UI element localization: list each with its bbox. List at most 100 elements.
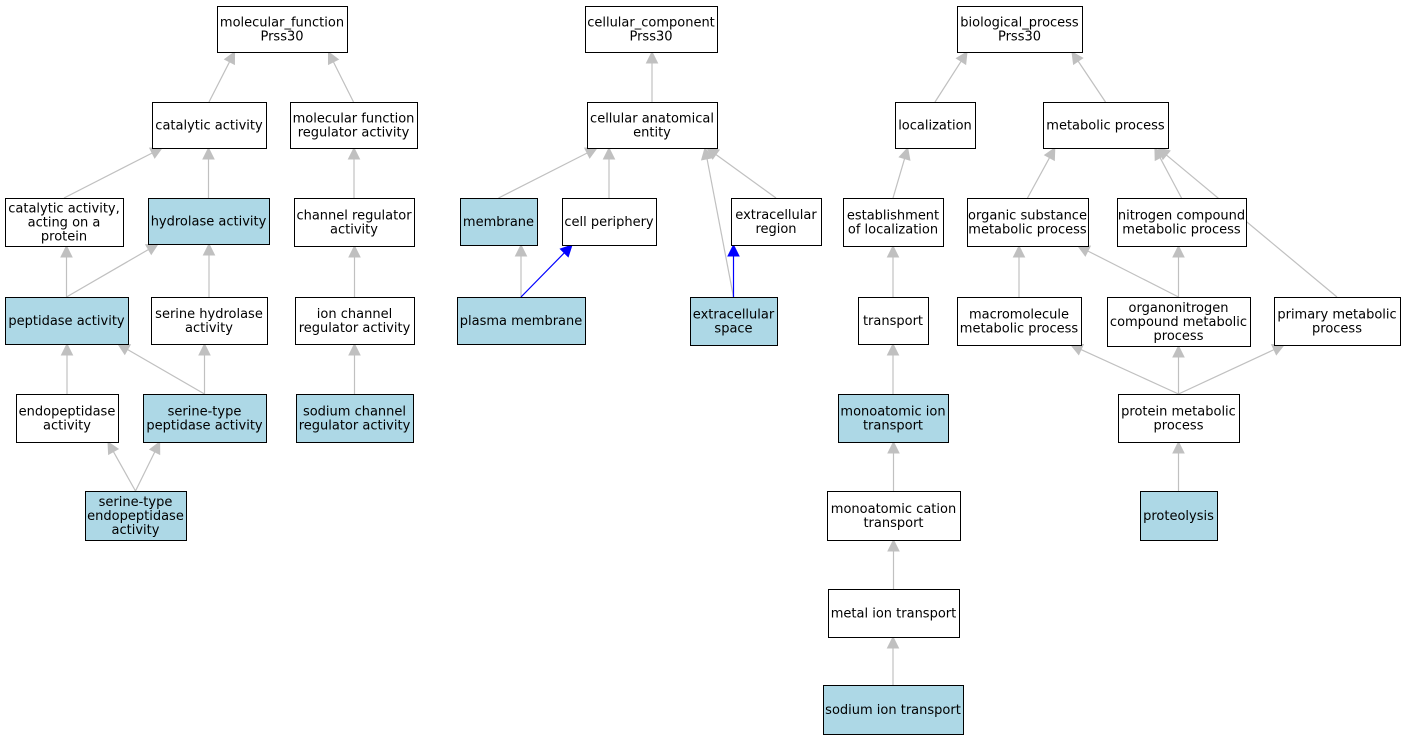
node-label-line: molecular_function — [220, 16, 344, 31]
node-box — [828, 589, 960, 638]
go-node-metalion: metal ion transport — [828, 589, 960, 638]
edge-organonitro-to-orgsub — [1077, 245, 1179, 298]
node-label-line: activity — [330, 223, 378, 238]
edge-arrowhead — [514, 243, 528, 257]
edge-serendo-to-serpept — [134, 440, 161, 492]
edge-local-to-bp — [934, 51, 968, 103]
node-label-line: molecular function — [293, 112, 415, 127]
edge-arrowhead — [107, 441, 120, 456]
edge-proteolysis-to-protmetab — [1172, 440, 1185, 491]
node-box — [143, 394, 267, 443]
edge-arrowhead — [700, 146, 714, 161]
node-box — [731, 198, 822, 246]
node-label-line: organic substance — [968, 209, 1087, 224]
node-label-line: nitrogen compound — [1118, 209, 1245, 224]
node-box — [290, 102, 418, 149]
go-node-cat: catalytic activity — [152, 102, 267, 149]
edge-hydro-to-cat — [202, 146, 215, 198]
node-label-line: serine-type — [99, 495, 173, 510]
node-label-line: plasma membrane — [460, 314, 583, 329]
node-box — [5, 198, 124, 247]
node-label-line: regulator activity — [298, 126, 410, 141]
edge-monoion-to-transport — [886, 342, 900, 394]
edge-arrowhead — [886, 244, 900, 258]
node-box — [296, 394, 414, 443]
edge-arrowhead — [706, 147, 721, 160]
node-box — [1118, 394, 1240, 443]
edge-arrowhead — [327, 51, 340, 66]
node-box — [5, 297, 129, 345]
node-box — [858, 297, 929, 345]
node-label-line: protein — [41, 230, 87, 245]
node-label-line: cellular anatomical — [590, 112, 714, 127]
edge-arrowhead — [1172, 344, 1185, 358]
edge-serhydro-to-hydro — [202, 242, 216, 297]
node-label-line: transport — [863, 419, 923, 434]
edges-layer — [60, 50, 1338, 685]
node-box — [85, 491, 187, 541]
node-label-line: serine hydrolase — [155, 307, 263, 322]
node-box — [690, 297, 778, 346]
node-label-line: regulator activity — [299, 321, 411, 336]
edge-line — [1087, 250, 1179, 298]
node-label-line: acting on a — [28, 216, 101, 231]
edge-arrowhead — [60, 244, 73, 258]
go-node-transport: transport — [858, 297, 929, 345]
node-label-line: process — [1154, 419, 1204, 434]
edge-arrowhead — [645, 50, 659, 64]
edge-arrowhead — [886, 342, 900, 356]
edge-serpept-to-pept — [117, 343, 205, 395]
edge-line — [127, 348, 205, 395]
edge-arrowhead — [1270, 344, 1286, 356]
node-box — [587, 102, 718, 149]
edge-arrowhead — [1172, 244, 1185, 258]
node-label-line: sodium ion transport — [825, 703, 961, 718]
edge-line — [66, 248, 149, 298]
node-label-line: Prss30 — [260, 30, 303, 45]
edge-arrowhead — [898, 146, 911, 161]
node-label-line: region — [755, 222, 796, 237]
edge-sodion-to-metalion — [886, 635, 900, 685]
node-label-line: transport — [863, 314, 923, 329]
edge-endopept-to-pept — [60, 342, 74, 394]
edge-arrowhead — [886, 635, 900, 649]
edge-nitro-to-metab — [1154, 147, 1183, 199]
node-label-line: biological_process — [960, 16, 1079, 31]
edge-arrowhead — [1012, 244, 1026, 258]
edge-arrowhead — [144, 243, 159, 256]
node-box — [1107, 297, 1251, 347]
node-label-line: process — [1312, 322, 1362, 337]
edge-line — [208, 61, 231, 103]
edge-line — [520, 252, 565, 298]
node-box — [843, 198, 944, 247]
edge-chanreg-to-mfreg — [347, 146, 361, 198]
edge-cellper-to-cae — [602, 146, 616, 198]
node-label-line: hydrolase activity — [151, 215, 267, 230]
node-label-line: proteolysis — [1143, 509, 1214, 524]
node-label-line: channel regulator — [296, 209, 412, 224]
go-node-cellper: cell periphery — [562, 198, 657, 246]
edge-arrowhead — [1172, 440, 1185, 454]
node-box — [217, 6, 348, 53]
node-label-line: regulator activity — [299, 419, 411, 434]
edge-metab-to-bp — [1071, 51, 1106, 103]
node-label-line: process — [1154, 329, 1204, 344]
edge-arrowhead — [202, 146, 215, 160]
node-label-line: peptidase activity — [146, 419, 263, 434]
node-label-line: ion channel — [317, 307, 392, 322]
node-box — [1140, 491, 1218, 541]
edge-line — [63, 152, 153, 199]
edge-line — [332, 61, 355, 103]
edge-metalion-to-monocation — [887, 538, 900, 589]
edge-line — [1178, 349, 1275, 395]
edge-line — [112, 451, 137, 492]
